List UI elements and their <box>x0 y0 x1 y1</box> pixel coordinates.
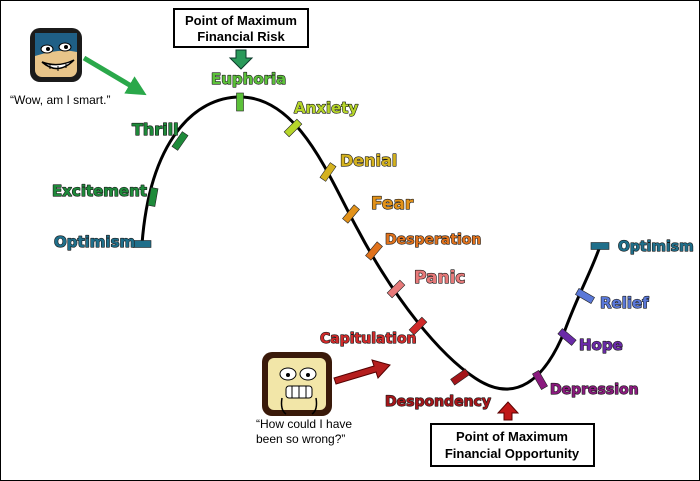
max-opportunity-line1: Point of Maximum <box>456 429 568 444</box>
max-opportunity-callout: Point of Maximum Financial Opportunity <box>430 401 595 467</box>
max-risk-callout: Point of Maximum Financial Risk <box>173 8 309 70</box>
stage-label-anxiety: Anxiety <box>294 99 358 117</box>
stage-label-hope: Hope <box>579 336 623 354</box>
stage-label-relief: Relief <box>600 294 649 312</box>
down-arrow-icon <box>228 49 254 70</box>
stage-label-fear: Fear <box>371 194 414 214</box>
quote-wrong-line1: “How could I have <box>256 417 352 431</box>
stage-tick-panic <box>386 279 406 299</box>
quote-smart: “Wow, am I smart.” <box>10 93 110 107</box>
stage-tick-hope <box>557 328 577 346</box>
stage-tick-depression <box>532 370 548 390</box>
stage-tick-optimism <box>132 240 152 248</box>
stage-label-desperation: Desperation <box>385 232 481 248</box>
stage-tick-excitement <box>147 187 159 207</box>
stage-label-optimism: Optimism <box>54 233 135 251</box>
stage-tick-fear <box>342 204 360 224</box>
max-opportunity-line2: Financial Opportunity <box>445 446 580 461</box>
stage-tick-denial <box>319 162 337 182</box>
stage-label-thrill: Thrill <box>132 120 179 139</box>
stage-label-excitement: Excitement <box>52 182 147 200</box>
stage-tick-thrill <box>171 131 189 151</box>
stage-label-euphoria: Euphoria <box>211 70 286 88</box>
stage-label-optimism-2: Optimism <box>618 239 694 255</box>
emotion-curve <box>140 95 602 391</box>
max-risk-line1: Point of Maximum <box>185 13 297 28</box>
stage-tick-despondency <box>450 368 470 386</box>
stage-label-despondency: Despondency <box>385 394 491 410</box>
up-arrow-icon <box>496 401 520 421</box>
grinning-face-icon <box>30 28 82 82</box>
stage-label-capitulation: Capitulation <box>320 331 417 347</box>
stage-label-depression: Depression <box>550 382 639 398</box>
stage-tick-optimism-2 <box>590 242 610 250</box>
quote-wrong-line2: been so wrong?” <box>256 432 345 446</box>
stage-tick-relief <box>575 288 595 304</box>
stage-tick-capitulation <box>408 316 428 336</box>
stage-tick-euphoria <box>236 92 244 112</box>
stage-label-panic: Panic <box>414 268 465 288</box>
stage-ticks <box>132 92 610 390</box>
smart-pointer-arrow <box>82 55 147 96</box>
stage-tick-desperation <box>365 241 383 261</box>
stage-tick-anxiety <box>283 118 303 138</box>
stage-label-denial: Denial <box>340 151 397 170</box>
wrong-pointer-arrow <box>333 359 391 385</box>
max-risk-line2: Financial Risk <box>197 29 285 44</box>
stage-labels: Optimism Excitement Thrill EuphoriaAnxietyD… <box>51 69 694 410</box>
distressed-face-icon <box>262 352 332 416</box>
